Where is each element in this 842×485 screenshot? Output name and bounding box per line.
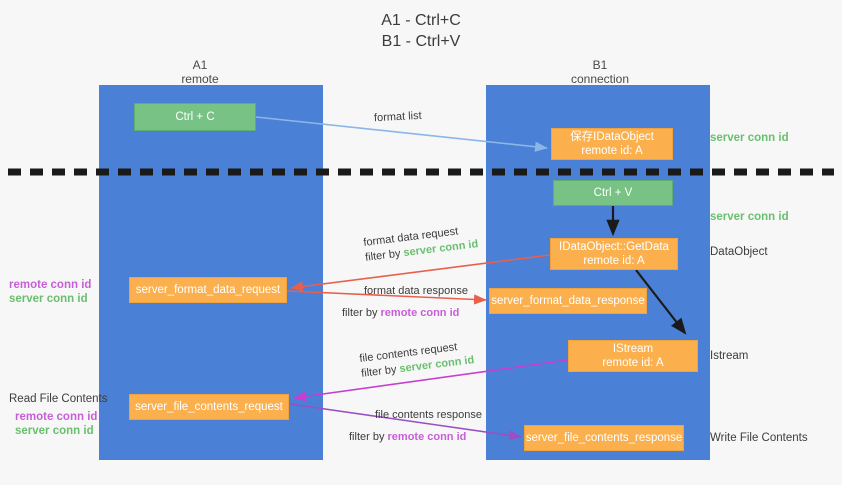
- right-label-write-file-contents: Write File Contents: [710, 432, 808, 444]
- box-idataobject-getdata[interactable]: IDataObject::GetData remote id: A: [550, 238, 678, 270]
- filter-value-remote-conn-id-2: remote conn id: [387, 431, 467, 443]
- lane-title-b1-sub: connection: [570, 72, 630, 86]
- box-server-file-contents-request-label: server_file_contents_request: [135, 401, 283, 413]
- box-server-file-contents-response[interactable]: server_file_contents_response: [524, 425, 684, 451]
- left-label-remote-conn-id-1: remote conn id: [9, 279, 92, 291]
- edge-label-file-contents-response: file contents response filter by remote …: [349, 408, 483, 445]
- box-istream-line1: IStream: [612, 343, 654, 355]
- box-idataobject-getdata-line2: remote id: A: [583, 255, 645, 267]
- lane-title-a1-sub: remote: [181, 72, 219, 86]
- lane-title-a1-main: A1: [192, 58, 208, 72]
- lane-title-b1-main: B1: [592, 58, 608, 72]
- title-line-2: B1 - Ctrl+V: [381, 33, 461, 50]
- left-label-server-conn-id-1: server conn id: [9, 293, 88, 305]
- edge-label-file-contents-request: file contents request filter by server c…: [359, 338, 476, 382]
- box-server-format-data-request[interactable]: server_format_data_request: [129, 277, 287, 303]
- left-label-read-file-contents: Read File Contents: [9, 393, 108, 405]
- box-save-idataobject-line1: 保存IDataObject: [570, 131, 654, 143]
- right-label-server-conn-id-top: server conn id: [710, 132, 789, 144]
- edge-label-format-data-response-text: format data response: [364, 285, 468, 297]
- filter-value-remote-conn-id-1: remote conn id: [380, 307, 460, 319]
- edge-label-format-data-response-filter: filter by remote conn id: [342, 306, 468, 321]
- box-ctrl-c[interactable]: Ctrl + C: [134, 103, 256, 131]
- box-save-idataobject[interactable]: 保存IDataObject remote id: A: [551, 128, 673, 160]
- title-line-1: A1 - Ctrl+C: [381, 12, 461, 29]
- edge-label-format-data-request: format data request filter by server con…: [363, 222, 480, 266]
- box-server-file-contents-request[interactable]: server_file_contents_request: [129, 394, 289, 420]
- filter-prefix-4: filter by: [349, 431, 388, 443]
- filter-prefix-2: filter by: [342, 307, 381, 319]
- filter-prefix-1: filter by: [364, 247, 405, 264]
- box-ctrl-v-label: Ctrl + V: [593, 187, 633, 199]
- edge-label-format-data-response: format data response filter by remote co…: [342, 284, 468, 321]
- edge-label-format-list-text: format list: [373, 109, 422, 125]
- right-label-istream: Istream: [710, 350, 749, 362]
- box-ctrl-c-label: Ctrl + C: [175, 111, 215, 123]
- right-label-server-conn-id-mid: server conn id: [710, 211, 789, 223]
- right-label-dataobject: DataObject: [710, 246, 768, 258]
- edge-label-format-list: format list: [374, 109, 422, 126]
- box-server-format-data-response-label: server_format_data_response: [491, 295, 645, 307]
- left-label-remote-conn-id-2: remote conn id: [15, 411, 98, 423]
- box-idataobject-getdata-line1: IDataObject::GetData: [559, 241, 669, 253]
- lane-title-a1: A1 remote: [140, 58, 260, 86]
- left-label-server-conn-id-2: server conn id: [15, 425, 94, 437]
- box-istream-line2: remote id: A: [602, 357, 664, 369]
- filter-prefix-3: filter by: [360, 363, 401, 380]
- edge-label-file-contents-response-text: file contents response: [375, 409, 483, 421]
- box-ctrl-v[interactable]: Ctrl + V: [553, 180, 673, 206]
- box-server-format-data-response[interactable]: server_format_data_response: [489, 288, 647, 314]
- diagram-title: A1 - Ctrl+C B1 - Ctrl+V: [0, 10, 842, 52]
- box-istream[interactable]: IStream remote id: A: [568, 340, 698, 372]
- edge-label-file-contents-response-filter: filter by remote conn id: [349, 430, 482, 445]
- lane-title-b1: B1 connection: [540, 58, 660, 86]
- box-server-file-contents-response-label: server_file_contents_response: [525, 432, 683, 444]
- box-save-idataobject-line2: remote id: A: [581, 145, 643, 157]
- box-server-format-data-request-label: server_format_data_request: [135, 284, 281, 296]
